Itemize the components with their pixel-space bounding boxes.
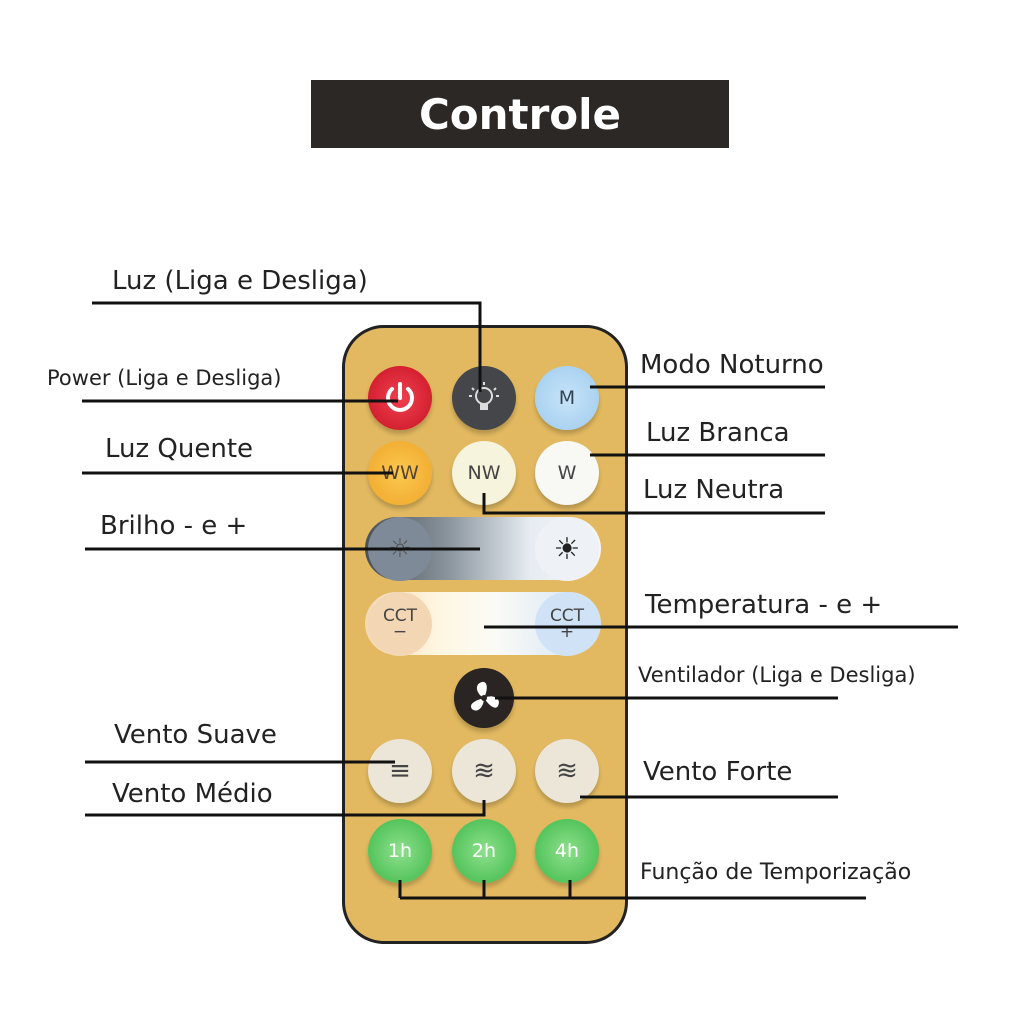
power-icon — [386, 382, 414, 412]
label-wind-strong: Vento Forte — [643, 757, 793, 787]
cct-label: CCT — [549, 606, 585, 626]
wind-soft-button[interactable]: ≡ — [368, 739, 432, 803]
minus-label: − — [392, 622, 408, 642]
label-night-mode: Modo Noturno — [640, 350, 824, 380]
wind-medium-button[interactable]: ≋ — [452, 739, 516, 803]
title-banner: Controle — [311, 80, 729, 148]
label-neutral-light: Luz Neutra — [643, 475, 785, 505]
label-white-light: Luz Branca — [646, 418, 790, 448]
power-button[interactable] — [368, 366, 432, 430]
timer-1h-button[interactable]: 1h — [368, 819, 432, 883]
temperature-down-button[interactable]: CCT− — [368, 592, 432, 656]
label-brightness: Brilho - e + — [100, 511, 248, 541]
wind-strong-button[interactable]: ≋ — [535, 739, 599, 803]
bright-sun-icon: ☀ — [553, 531, 581, 567]
bulb-icon — [469, 382, 499, 410]
cct-label: CCT — [382, 606, 418, 626]
night-mode-button[interactable]: M — [535, 366, 599, 430]
timer-2h-button[interactable]: 2h — [452, 819, 516, 883]
timer-4h-button[interactable]: 4h — [535, 819, 599, 883]
brightness-up-button[interactable]: ☀ — [535, 517, 599, 581]
label-fan: Ventilador (Liga e Desliga) — [638, 663, 916, 687]
label-timer: Função de Temporização — [640, 860, 912, 885]
label-warm-light: Luz Quente — [105, 434, 254, 464]
white-light-button[interactable]: W — [535, 441, 599, 505]
wind-strong-icon: ≋ — [556, 756, 578, 786]
label-temperature: Temperatura - e + — [645, 590, 883, 620]
label-wind-medium: Vento Médio — [112, 779, 273, 809]
label-wind-soft: Vento Suave — [114, 720, 277, 750]
label-light-toggle: Luz (Liga e Desliga) — [112, 266, 368, 296]
wind-medium-icon: ≋ — [473, 756, 495, 786]
light-button[interactable] — [452, 366, 516, 430]
label-power: Power (Liga e Desliga) — [47, 366, 282, 390]
temperature-up-button[interactable]: CCT+ — [535, 592, 599, 656]
